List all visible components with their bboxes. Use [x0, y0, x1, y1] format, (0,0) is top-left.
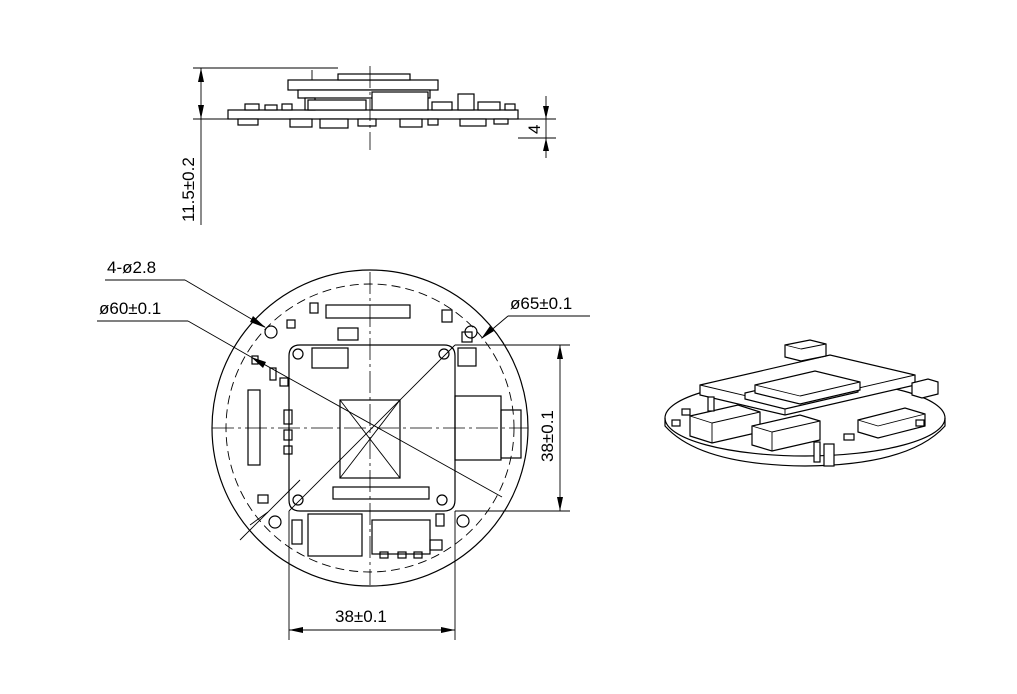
board-width-label: 38±0.1 — [335, 607, 387, 626]
board-height-dimension: 38±0.1 — [455, 344, 570, 512]
isometric-view — [664, 339, 946, 467]
lower-height-dimension: 4 — [518, 96, 556, 158]
side-view — [227, 66, 519, 150]
outer-circle-callout: ø65±0.1 — [249, 294, 590, 526]
board-height-label: 38±0.1 — [538, 410, 557, 462]
lower-height-label: 4 — [525, 125, 544, 134]
inner-circle-label: ø60±0.1 — [99, 299, 161, 318]
top-view — [211, 269, 529, 587]
hole-callout: 4-ø2.8 — [105, 258, 266, 328]
inner-circle-callout: ø60±0.1 — [97, 299, 503, 498]
holes-label: 4-ø2.8 — [107, 258, 156, 277]
board-width-dimension: 38±0.1 — [288, 511, 456, 640]
total-height-dimension: 11.5±0.2 — [179, 67, 338, 225]
total-height-label: 11.5±0.2 — [179, 157, 198, 222]
outer-circle-label: ø65±0.1 — [510, 294, 572, 313]
